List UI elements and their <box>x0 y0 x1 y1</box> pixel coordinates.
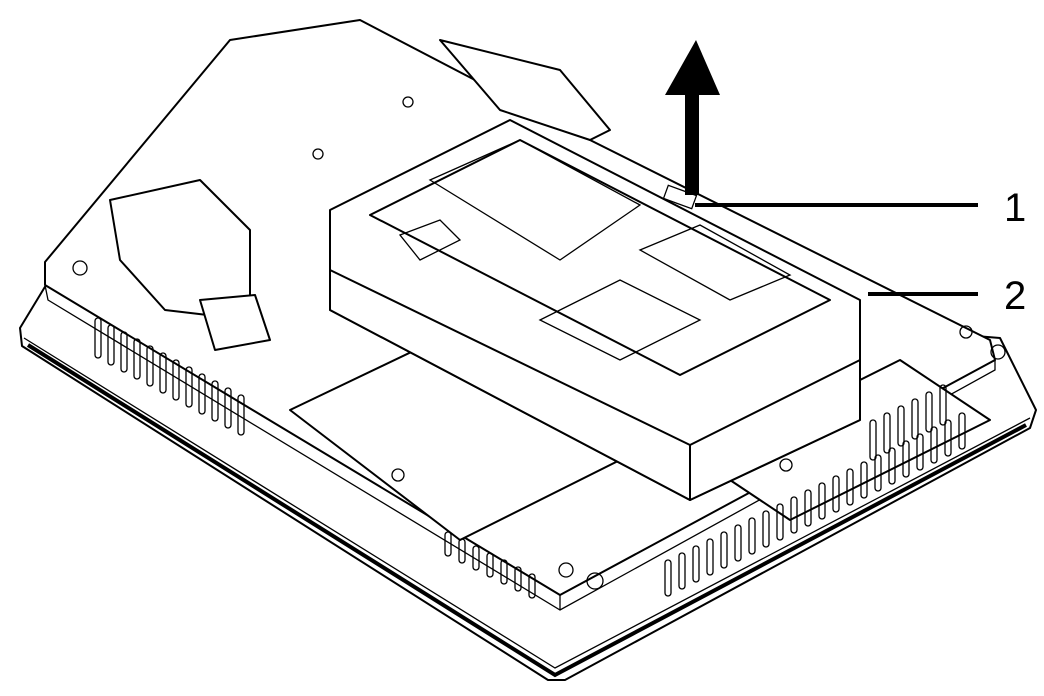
vent-slot <box>159 352 167 394</box>
vent-slot <box>846 468 854 506</box>
vent-slot <box>958 412 966 450</box>
vent-slot <box>472 545 480 571</box>
vent-slot <box>444 531 452 557</box>
vent-slot <box>692 545 700 583</box>
vent-slot <box>902 440 910 478</box>
vent-slot <box>172 359 180 401</box>
vent-slot <box>133 338 141 380</box>
vent-slot <box>664 559 672 597</box>
vent-slot <box>198 373 206 415</box>
vent-slot <box>925 391 933 433</box>
vent-slot <box>458 538 466 564</box>
vent-slot <box>818 482 826 520</box>
vent-slot <box>869 419 877 461</box>
vent-slot <box>748 517 756 555</box>
vent-slot <box>514 566 522 592</box>
vent-slot <box>120 331 128 373</box>
vent-slot <box>107 324 115 366</box>
vent-slot <box>860 461 868 499</box>
callout-label-1: 1 <box>1004 186 1027 230</box>
vent-slot <box>939 384 947 426</box>
vent-slot <box>930 426 938 464</box>
vent-slot <box>874 454 882 492</box>
callout-label-2: 2 <box>1004 274 1027 318</box>
vent-slot <box>897 405 905 447</box>
vent-slot <box>528 573 536 599</box>
vent-slot <box>734 524 742 562</box>
vent-slot <box>486 552 494 578</box>
vent-slot <box>762 510 770 548</box>
vent-slot <box>944 419 952 457</box>
vent-slot <box>94 317 102 359</box>
vent-slot <box>916 433 924 471</box>
expansion-module <box>329 119 861 501</box>
vent-slot <box>776 503 784 541</box>
vent-slot <box>500 559 508 585</box>
mounting-holes <box>72 96 1006 590</box>
lift-arrow-icon <box>665 40 720 195</box>
vent-slot <box>832 475 840 513</box>
vent-slot <box>790 496 798 534</box>
vent-slot <box>237 394 245 436</box>
vent-slot <box>720 531 728 569</box>
vent-slot <box>185 366 193 408</box>
vent-slot <box>211 380 219 422</box>
vent-slot <box>146 345 154 387</box>
vent-slot <box>678 552 686 590</box>
vent-slot <box>883 412 891 454</box>
vent-slot <box>706 538 714 576</box>
vent-slot <box>911 398 919 440</box>
vent-slot <box>224 387 232 429</box>
vent-slot <box>888 447 896 485</box>
vent-slot <box>804 489 812 527</box>
